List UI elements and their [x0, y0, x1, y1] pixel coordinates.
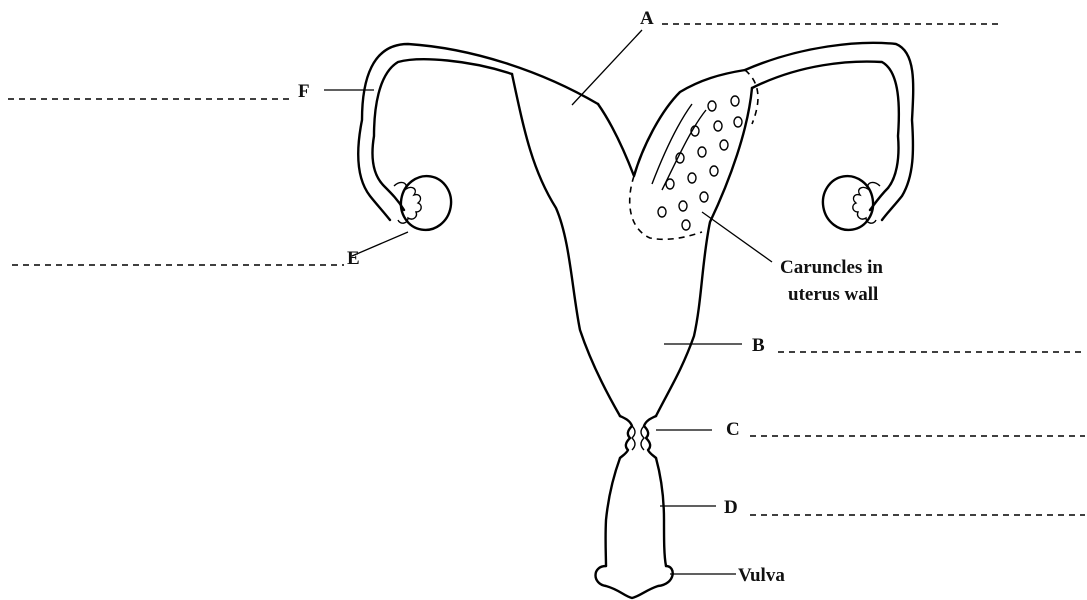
- label-b: B: [752, 335, 765, 356]
- cervix-canal-right: [641, 426, 644, 450]
- caruncle: [698, 147, 706, 157]
- uterus-horn-divide: [598, 70, 745, 176]
- leader-a: [572, 30, 642, 105]
- uterus-left-wall: [512, 74, 620, 416]
- cervix-canal-left: [632, 426, 635, 450]
- caruncle: [720, 140, 728, 150]
- uterus-inner-wall-line-2: [662, 110, 706, 190]
- caruncle: [688, 173, 696, 183]
- caruncle: [734, 117, 742, 127]
- caruncle: [679, 201, 687, 211]
- label-caruncles-line1: Caruncles in: [780, 257, 883, 278]
- caruncle: [666, 179, 674, 189]
- caruncle: [714, 121, 722, 131]
- caruncle: [700, 192, 708, 202]
- caruncle: [731, 96, 739, 106]
- label-caruncles-line2: uterus wall: [788, 284, 878, 305]
- caruncle-region-outline: [630, 70, 758, 239]
- label-vulva: Vulva: [738, 565, 785, 586]
- uterus-inner-wall-line-1: [652, 104, 692, 184]
- label-e: E: [347, 248, 360, 269]
- right-oviduct-outer: [745, 43, 913, 220]
- vagina-left-wall: [606, 458, 620, 566]
- caruncle: [658, 207, 666, 217]
- label-a: A: [640, 8, 654, 29]
- leader-caruncles: [702, 212, 772, 262]
- cervix-right-wall: [644, 416, 656, 458]
- uterus-right-wall: [656, 88, 752, 416]
- caruncle: [682, 220, 690, 230]
- right-ovary: [819, 172, 878, 234]
- caruncles: [658, 96, 742, 230]
- leader-e: [352, 232, 408, 256]
- right-oviduct-inner: [752, 62, 899, 210]
- caruncle: [708, 101, 716, 111]
- left-oviduct-outer: [358, 44, 598, 220]
- label-f: F: [298, 81, 310, 102]
- caruncle: [710, 166, 718, 176]
- left-ovary: [397, 172, 456, 234]
- left-oviduct-inner: [372, 59, 512, 210]
- label-d: D: [724, 497, 738, 518]
- label-c: C: [726, 419, 740, 440]
- vulva-outline: [596, 566, 673, 598]
- vagina-right-wall: [656, 458, 666, 566]
- cervix-left-wall: [620, 416, 632, 458]
